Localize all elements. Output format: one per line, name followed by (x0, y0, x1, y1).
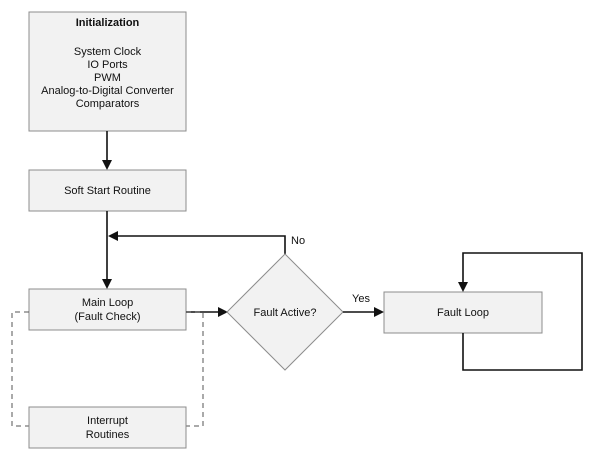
fault-decision-node: Fault Active? (226, 253, 344, 371)
fault-decision-label: Fault Active? (254, 307, 317, 319)
init-item-io-ports: IO Ports (87, 59, 128, 71)
arrowhead-no-loop-back (108, 231, 118, 241)
main-loop-sublabel: (Fault Check) (74, 311, 140, 323)
interrupt-connector-right (186, 311, 204, 427)
init-item-comparators: Comparators (76, 98, 140, 110)
init-item-adc: Analog-to-Digital Converter (41, 85, 174, 97)
initialization-node: Initialization System Clock IO Ports PWM… (28, 11, 187, 132)
fault-loop-label: Fault Loop (437, 307, 489, 319)
arrowhead-softstart-to-mainloop (102, 279, 112, 289)
initialization-box (28, 11, 187, 132)
no-label: No (291, 235, 305, 247)
soft-start-node: Soft Start Routine (28, 169, 187, 212)
main-loop-node: Main Loop (Fault Check) (28, 288, 187, 331)
interrupt-sublabel: Routines (86, 429, 130, 441)
arrowhead-init-to-softstart (102, 160, 112, 170)
initialization-title: Initialization (76, 17, 140, 29)
interrupt-label: Interrupt (87, 415, 128, 427)
yes-label: Yes (352, 293, 370, 305)
init-item-system-clock: System Clock (74, 46, 142, 58)
arrowhead-fault-self-loop (458, 282, 468, 292)
soft-start-label: Soft Start Routine (64, 185, 151, 197)
main-loop-label: Main Loop (82, 297, 133, 309)
arrowhead-mainloop-to-decision (218, 307, 228, 317)
interrupt-node: Interrupt Routines (28, 406, 187, 449)
main-loop-box (28, 288, 187, 331)
arrowhead-decision-to-faultloop (374, 307, 384, 317)
fault-decision-diamond (226, 253, 344, 371)
fault-loop-node: Fault Loop (383, 291, 543, 334)
soft-start-box (28, 169, 187, 212)
arrow-fault-self-loop (462, 252, 583, 371)
interrupt-box (28, 406, 187, 449)
arrow-no-loop-back (118, 235, 286, 254)
interrupt-connector-left (11, 311, 29, 427)
init-item-pwm: PWM (94, 72, 121, 84)
